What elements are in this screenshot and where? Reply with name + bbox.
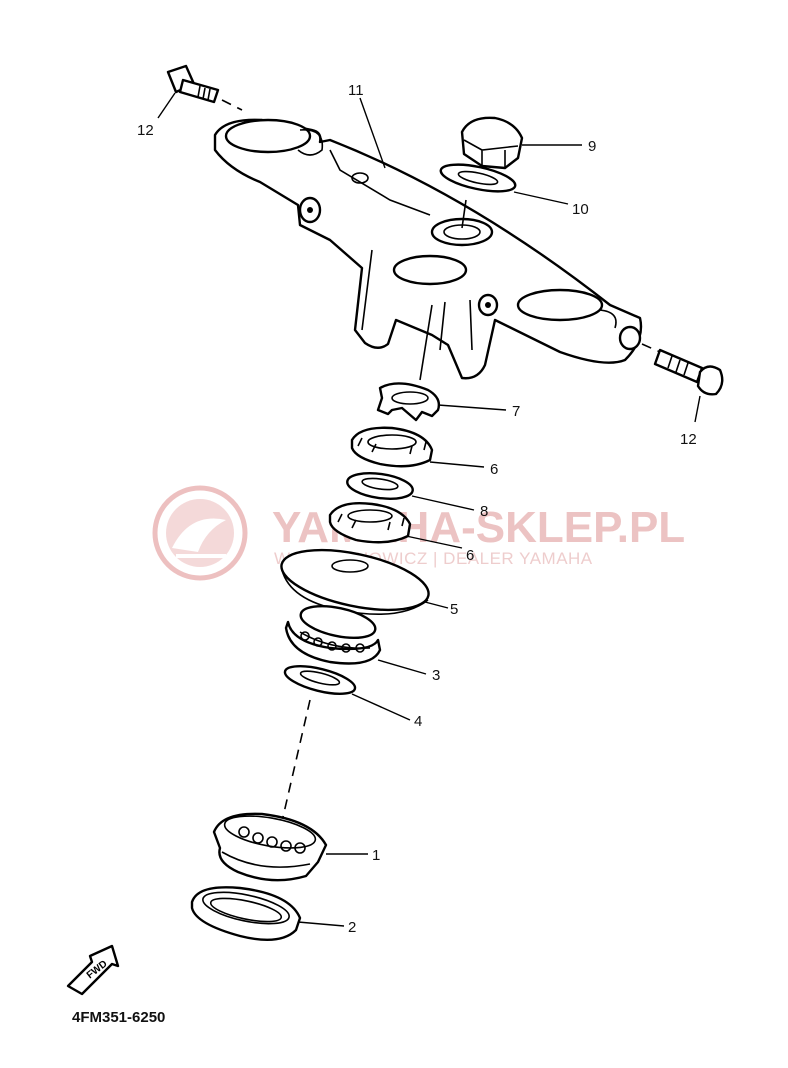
part-12-bolt-right	[641, 343, 724, 396]
part-1-ball-bearing-lower	[212, 812, 328, 882]
callout-12-right: 12	[680, 431, 697, 448]
axis-line-7	[419, 304, 433, 381]
callout-4: 4	[414, 713, 422, 730]
callout-9: 9	[588, 138, 596, 155]
callout-1: 1	[372, 847, 380, 864]
callout-8: 8	[480, 503, 488, 520]
part-11-upper-bracket	[213, 118, 643, 380]
watermark-logo-icon	[152, 485, 248, 581]
part-10-washer	[439, 163, 517, 193]
callout-12-left: 12	[137, 122, 154, 139]
callout-11: 11	[348, 82, 364, 99]
diagram-code: 4FM351-6250	[72, 1009, 165, 1026]
assembly-axis-line	[279, 699, 311, 831]
part-8-rubber-washer	[346, 472, 414, 500]
callout-6-upper: 6	[490, 461, 498, 478]
callout-3: 3	[432, 667, 440, 684]
callout-10: 10	[572, 201, 589, 218]
leader-lines	[157, 92, 701, 927]
callout-5: 5	[450, 601, 458, 618]
part-3-ball-bearing-upper	[284, 604, 382, 665]
part-7-lock-washer	[376, 382, 441, 422]
callout-labels: 12 11 9 10 12 7 6 8 6 5 3 4 1 2	[137, 82, 697, 936]
part-12-bolt-left	[166, 64, 243, 111]
callout-7: 7	[512, 403, 520, 420]
forward-direction-arrow: FWD	[66, 944, 120, 996]
part-6-ring-nut-upper	[350, 426, 434, 468]
watermark: YAMAHA-SKLEP.PL WOJCIECHOWICZ | DEALER Y…	[152, 485, 685, 581]
part-9-cap-nut	[460, 116, 524, 170]
callout-6-lower: 6	[466, 547, 474, 564]
part-2-bearing-race	[190, 886, 302, 942]
callout-2: 2	[348, 919, 356, 936]
axis-line-top	[461, 199, 467, 229]
part-4-dust-seal	[283, 665, 357, 695]
